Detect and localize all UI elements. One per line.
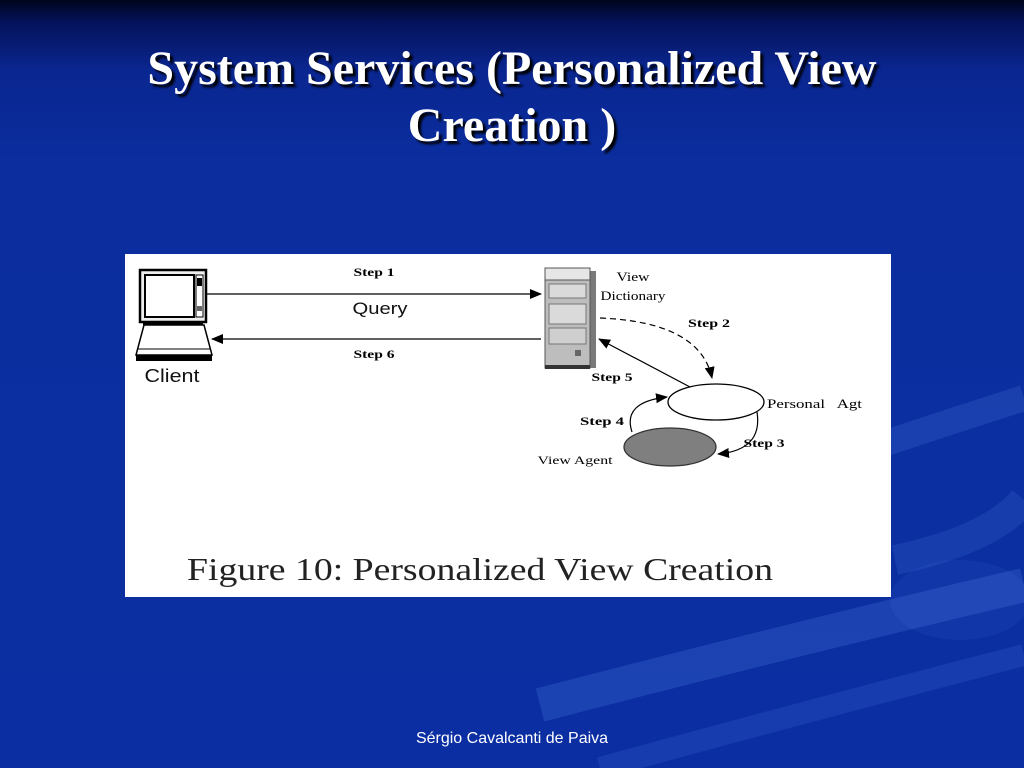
view-agent-label: View Agent xyxy=(538,453,614,467)
background-swoosh xyxy=(535,568,1024,722)
client-monitor-light xyxy=(197,306,202,311)
step3-label: Step 3 xyxy=(744,436,785,450)
server-shadow xyxy=(590,271,596,368)
step4-label: Step 4 xyxy=(580,414,624,428)
client-base-bar xyxy=(136,355,212,361)
view-dictionary-label-line2: Dictionary xyxy=(601,288,667,303)
client-label: Client xyxy=(145,366,200,386)
client-keyboard-base xyxy=(135,324,213,356)
server-tower-icon xyxy=(544,267,596,369)
figure-caption: Figure 10: Personalized View Creation xyxy=(187,551,773,587)
personalized-view-creation-diagram: Client Step 1 Query Step 6 View Dictiona… xyxy=(135,265,862,587)
step2-label: Step 2 xyxy=(688,316,730,330)
step2-dashed-arrow xyxy=(599,317,715,379)
background-glow xyxy=(890,560,1024,640)
query-label: Query xyxy=(353,299,409,318)
step3-arrow xyxy=(717,411,759,459)
step1-label: Step 1 xyxy=(354,265,395,279)
personal-agent-node xyxy=(667,383,765,421)
background-swoosh xyxy=(891,489,1024,575)
server-power-button xyxy=(575,350,581,356)
title-line-2: Creation ) xyxy=(407,99,617,152)
step5-label: Step 5 xyxy=(592,370,633,384)
server-drive-bay xyxy=(548,303,587,325)
view-dictionary-label-line1: View xyxy=(617,269,651,284)
figure-panel: Client Step 1 Query Step 6 View Dictiona… xyxy=(125,254,891,597)
server-top xyxy=(544,267,591,281)
background-swoosh xyxy=(597,644,1024,768)
step6-label: Step 6 xyxy=(354,347,395,361)
personal-agent-label: Personal Agt xyxy=(767,396,862,411)
step5-arrow xyxy=(598,338,691,388)
view-agent-node xyxy=(623,427,717,467)
slide-title: System Services (Personalized View Creat… xyxy=(0,40,1024,154)
server-drive-bay xyxy=(548,283,587,299)
server-drive-bay xyxy=(548,327,587,345)
client-computer-icon xyxy=(135,268,213,361)
footer-author: Sérgio Cavalcanti de Paiva xyxy=(415,730,609,747)
step4-arrow xyxy=(629,393,668,433)
client-monitor-button xyxy=(197,278,202,286)
client-monitor-side-panel xyxy=(195,274,204,318)
client-monitor-screen xyxy=(144,274,195,318)
background-swoosh xyxy=(875,385,1024,458)
server-base xyxy=(545,365,590,369)
client-monitor-stand xyxy=(143,322,203,325)
title-line-1: System Services (Personalized View xyxy=(147,42,877,95)
